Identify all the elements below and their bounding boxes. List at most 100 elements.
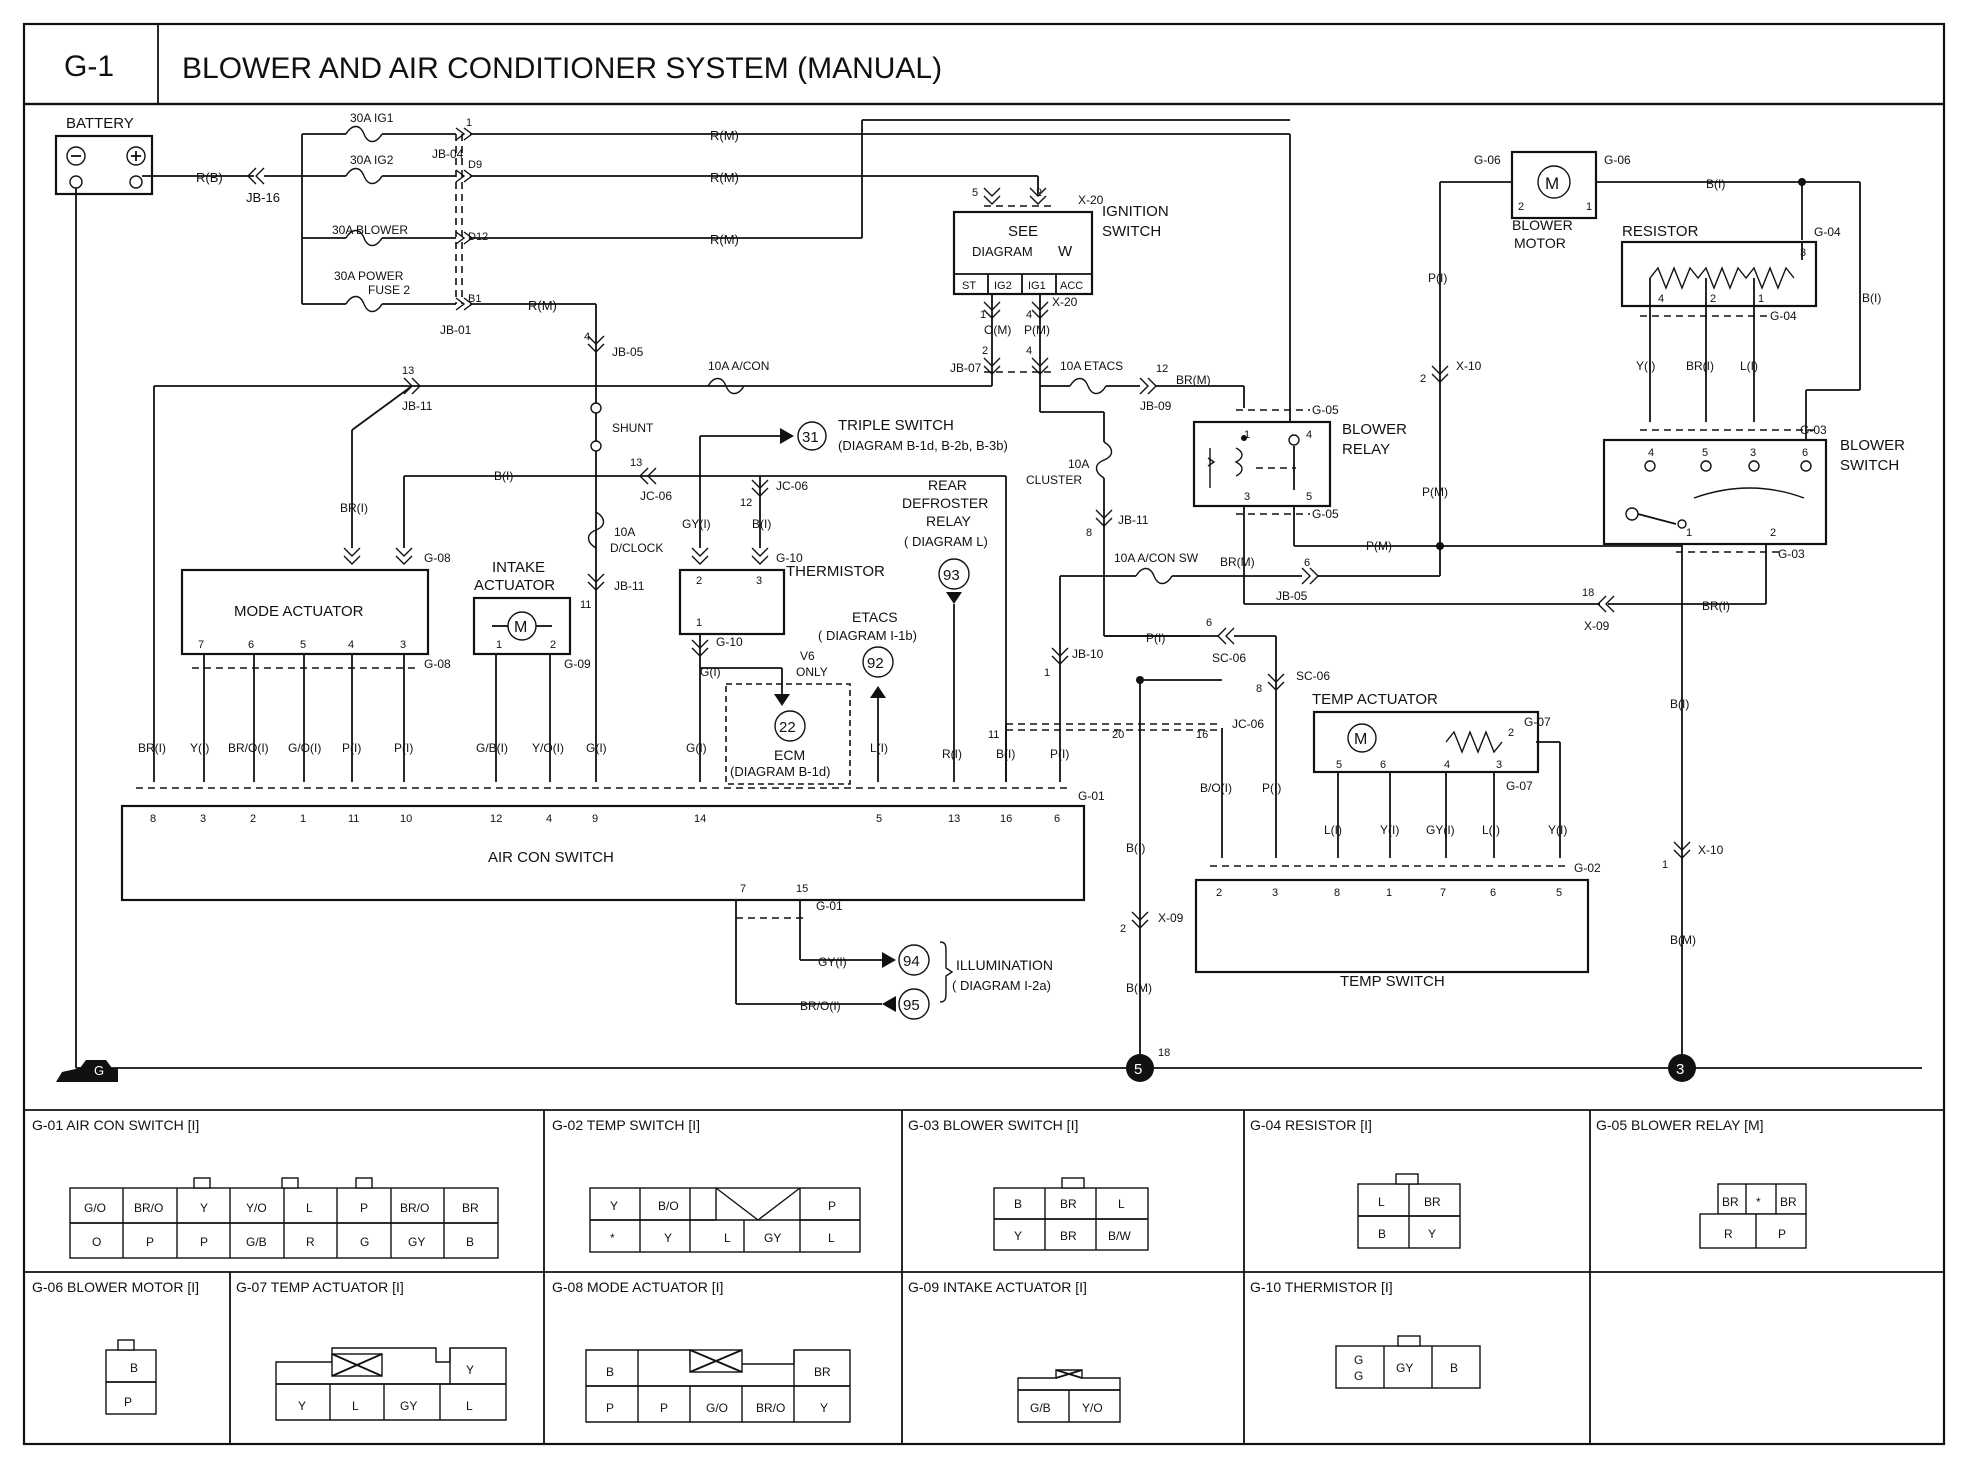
pin-number: 9 bbox=[592, 813, 598, 825]
blower-motor: M 2 1 G-06 G-06 BLOWER MOTOR bbox=[1474, 150, 1631, 251]
g-07: G-07 bbox=[1506, 779, 1533, 793]
wire-label: B(I) bbox=[1670, 697, 1689, 711]
wire-label: BR(I) bbox=[340, 501, 368, 515]
conn-cell: Y bbox=[820, 1401, 828, 1415]
pin-number: 6 bbox=[1802, 447, 1808, 459]
motor-m-icon: M bbox=[1545, 174, 1559, 193]
battery: BATTERY bbox=[54, 115, 154, 196]
ignition-switch: 5 2 X-20 SEE DIAGRAM W ST IG2 IG1 ACC IG… bbox=[952, 187, 1169, 386]
conn-cell: L bbox=[1118, 1197, 1125, 1211]
wire-label: L(I) bbox=[1324, 823, 1342, 837]
pin-number: 1 bbox=[1044, 667, 1050, 679]
conn-cell: Y/O bbox=[1082, 1401, 1103, 1415]
wire-label: P(M) bbox=[1366, 539, 1392, 553]
wire-label: G(I) bbox=[586, 741, 607, 755]
pin-number: 1 bbox=[466, 117, 472, 129]
pin-number: 2 bbox=[1710, 293, 1716, 305]
conn-cell: L bbox=[466, 1399, 473, 1413]
x-10: X-10 bbox=[1456, 359, 1482, 373]
pin-number: 13 bbox=[402, 365, 414, 377]
battery-label: BATTERY bbox=[66, 115, 134, 132]
ground-point-3: 3 bbox=[1676, 1061, 1684, 1078]
wire-label: Y(I) bbox=[1380, 823, 1399, 837]
ground-bus: G 5 18 3 bbox=[56, 1047, 1922, 1082]
pin-number: 13 bbox=[948, 813, 960, 825]
conn-cell: BR/O bbox=[400, 1201, 429, 1215]
pin-number: 4 bbox=[546, 813, 552, 825]
wire-label: P(I) bbox=[1050, 747, 1069, 761]
conn-title-g09: G-09 INTAKE ACTUATOR [I] bbox=[908, 1279, 1087, 1295]
conn-cell: Y bbox=[1014, 1229, 1022, 1243]
blower-motor-label: BLOWER bbox=[1512, 217, 1573, 233]
wire-label: R(M) bbox=[710, 170, 739, 185]
ignition-label: IGNITION bbox=[1102, 203, 1169, 220]
pin-number: 5 bbox=[876, 813, 882, 825]
x-20: X-20 bbox=[1078, 193, 1104, 207]
etacs-label: ETACS bbox=[852, 609, 898, 625]
mode-actuator-label: MODE ACTUATOR bbox=[234, 603, 364, 620]
conn-cell: GY bbox=[400, 1399, 417, 1413]
rear-label: ( DIAGRAM L) bbox=[904, 534, 988, 549]
jb-11-c: JB-11 bbox=[614, 579, 645, 593]
conn-title-g04: G-04 RESISTOR [I] bbox=[1250, 1117, 1372, 1133]
wire-label: GY(I) bbox=[682, 517, 711, 531]
wire-label: R(M) bbox=[528, 298, 557, 313]
fuse-cluster: CLUSTER bbox=[1026, 473, 1082, 487]
pin-number: 7 bbox=[740, 883, 746, 895]
ground-point-5: 5 bbox=[1134, 1061, 1142, 1078]
ref-31-icon bbox=[797, 421, 827, 451]
conn-cell: B bbox=[130, 1361, 138, 1375]
g-01: G-01 bbox=[1078, 789, 1105, 803]
pin-number: 3 bbox=[200, 813, 206, 825]
pin-number: 11 bbox=[988, 729, 999, 741]
conn-cell: P bbox=[606, 1401, 614, 1415]
ground-g: G bbox=[94, 1063, 104, 1078]
jb-11-b: JB-11 bbox=[1118, 513, 1149, 527]
ecm-label: ECM bbox=[774, 747, 805, 763]
conn-cell: GY bbox=[408, 1235, 425, 1249]
pin-number: 16 bbox=[1000, 813, 1012, 825]
ecm-label: (DIAGRAM B-1d) bbox=[730, 764, 830, 779]
wire-label: L(I) bbox=[870, 741, 888, 755]
sc-06: SC-06 bbox=[1212, 651, 1246, 665]
conn-cell: BR bbox=[462, 1201, 479, 1215]
g-05: G-05 bbox=[1312, 403, 1339, 417]
fuse-label: 30A POWER bbox=[334, 269, 404, 283]
fuse-label: 30A IG2 bbox=[350, 153, 394, 167]
pin-number: 1 bbox=[1244, 429, 1250, 441]
pin-number: 1 bbox=[1686, 527, 1692, 539]
conn-cell: * bbox=[610, 1231, 615, 1245]
g-02: G-02 bbox=[1574, 861, 1601, 875]
pin-number: 8 bbox=[1334, 887, 1340, 899]
wire-label: P(M) bbox=[1422, 485, 1448, 499]
wire-label: B/O(I) bbox=[1200, 781, 1232, 795]
pin-number: 18 bbox=[1158, 1047, 1170, 1059]
shunt-label: SHUNT bbox=[612, 421, 654, 435]
pin-number: 5 bbox=[1702, 447, 1708, 459]
jc-06: JC-06 bbox=[776, 479, 808, 493]
fuse-label: FUSE 2 bbox=[368, 283, 410, 297]
conn-cell: G bbox=[1354, 1369, 1363, 1383]
pin-number: 8 bbox=[150, 813, 156, 825]
x-10: X-10 bbox=[1698, 843, 1724, 857]
pin-number: 1 bbox=[496, 639, 502, 651]
fuse-aconsw: 10A A/CON SW bbox=[1114, 551, 1199, 565]
g-03: G-03 bbox=[1800, 423, 1827, 437]
g-08: G-08 bbox=[424, 551, 451, 565]
conn-cell: B bbox=[1014, 1197, 1022, 1211]
conn-cell: R bbox=[1724, 1227, 1733, 1241]
conn-cell: Y bbox=[610, 1199, 618, 1213]
conn-cell: BR bbox=[814, 1365, 831, 1379]
wire-label: Y/O(I) bbox=[532, 741, 564, 755]
illumination-ref: GY(I) 94 BR/O(I) 95 ILLUMINATION ( DIAGR… bbox=[736, 941, 1053, 1020]
conn-cell: P bbox=[146, 1235, 154, 1249]
conn-cell: GY bbox=[1396, 1361, 1413, 1375]
pin-number: 4 bbox=[1444, 759, 1450, 771]
term-st: ST bbox=[962, 280, 976, 292]
intake-actuator: INTAKE ACTUATOR M 1 2 G-09 bbox=[472, 559, 591, 671]
conn-cell: L bbox=[1378, 1195, 1385, 1209]
fuse-dclock: D/CLOCK bbox=[610, 541, 663, 555]
wire-label: BR(M) bbox=[1176, 373, 1211, 387]
pin-number: 1 bbox=[1386, 887, 1392, 899]
